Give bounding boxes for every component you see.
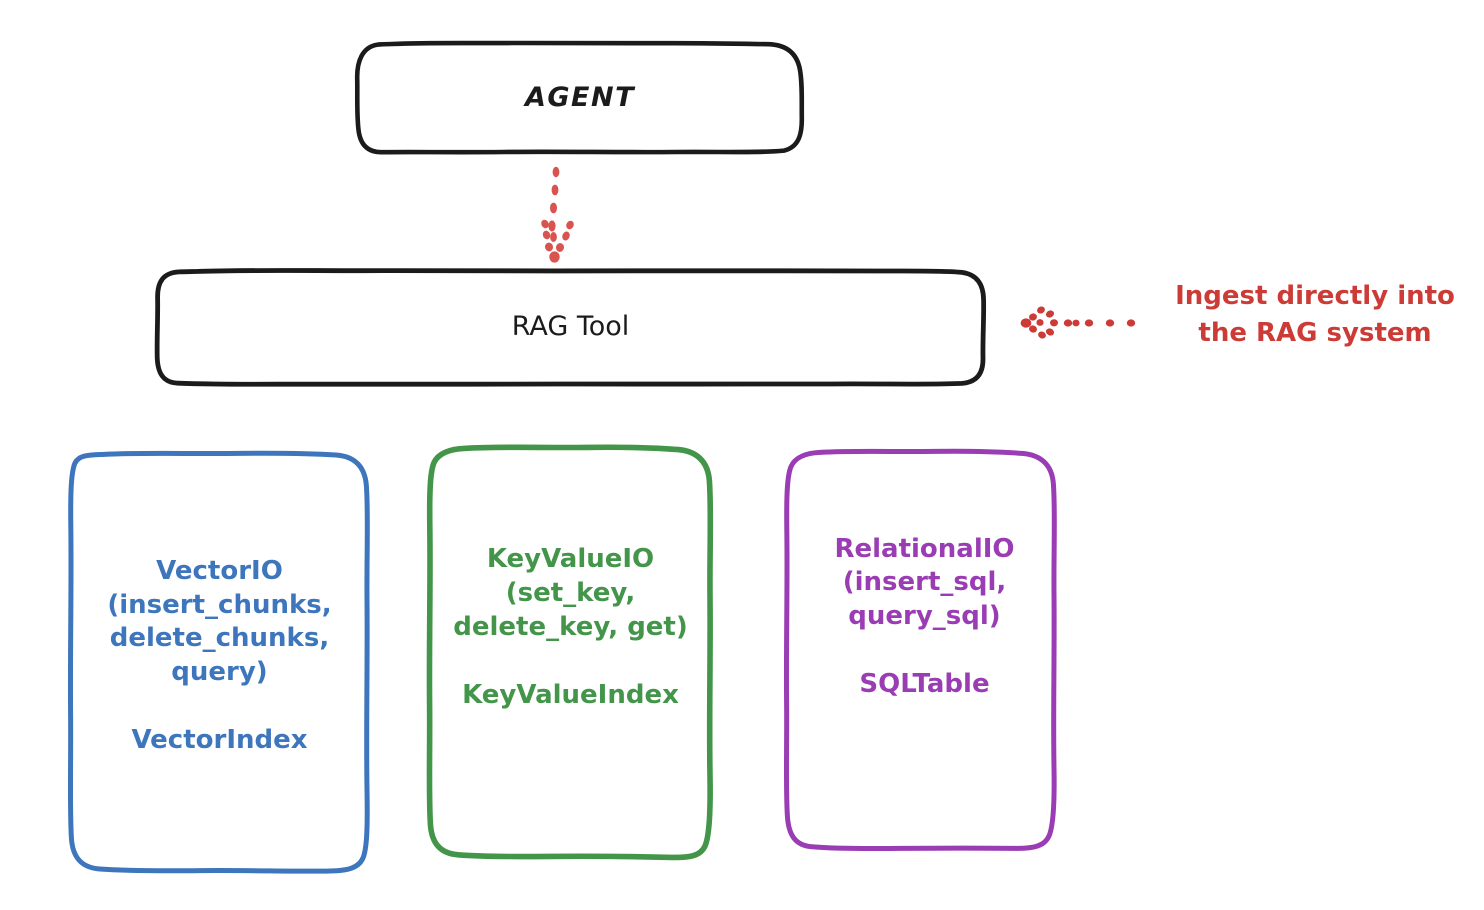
vectorio-index-label: VectorIndex xyxy=(131,724,308,755)
relationalio-node-content: RelationalIO (insert_sql, query_sql) SQL… xyxy=(788,533,1061,702)
keyvalueio-node: KeyValueIO (set_key, delete_key, get) Ke… xyxy=(430,447,711,856)
ingest-annotation-text: Ingest directly into the RAG system xyxy=(1175,281,1455,348)
rag-tool-node-label: RAG Tool xyxy=(511,310,630,342)
relationalio-api-label: RelationalIO (insert_sql, query_sql) xyxy=(834,533,1015,632)
relationalio-node: RelationalIO (insert_sql, query_sql) SQL… xyxy=(788,451,1061,851)
vectorio-node: VectorIO (insert_chunks, delete_chunks, … xyxy=(70,453,369,871)
keyvalueio-api-label: KeyValueIO (set_key, delete_key, get) xyxy=(453,544,688,642)
keyvalueio-index-label: KeyValueIndex xyxy=(462,679,679,710)
relationalio-index-label: SQLTable xyxy=(859,669,990,700)
ingest-connector-arrow xyxy=(1020,306,1136,339)
vectorio-node-content: VectorIO (insert_chunks, delete_chunks, … xyxy=(70,555,369,757)
keyvalueio-node-content: KeyValueIO (set_key, delete_key, get) Ke… xyxy=(430,543,711,712)
vectorio-api-label: VectorIO (insert_chunks, delete_chunks, … xyxy=(107,555,332,688)
agent-node-label: AGENT xyxy=(524,81,635,113)
agent-to-rag-connector xyxy=(541,166,574,263)
